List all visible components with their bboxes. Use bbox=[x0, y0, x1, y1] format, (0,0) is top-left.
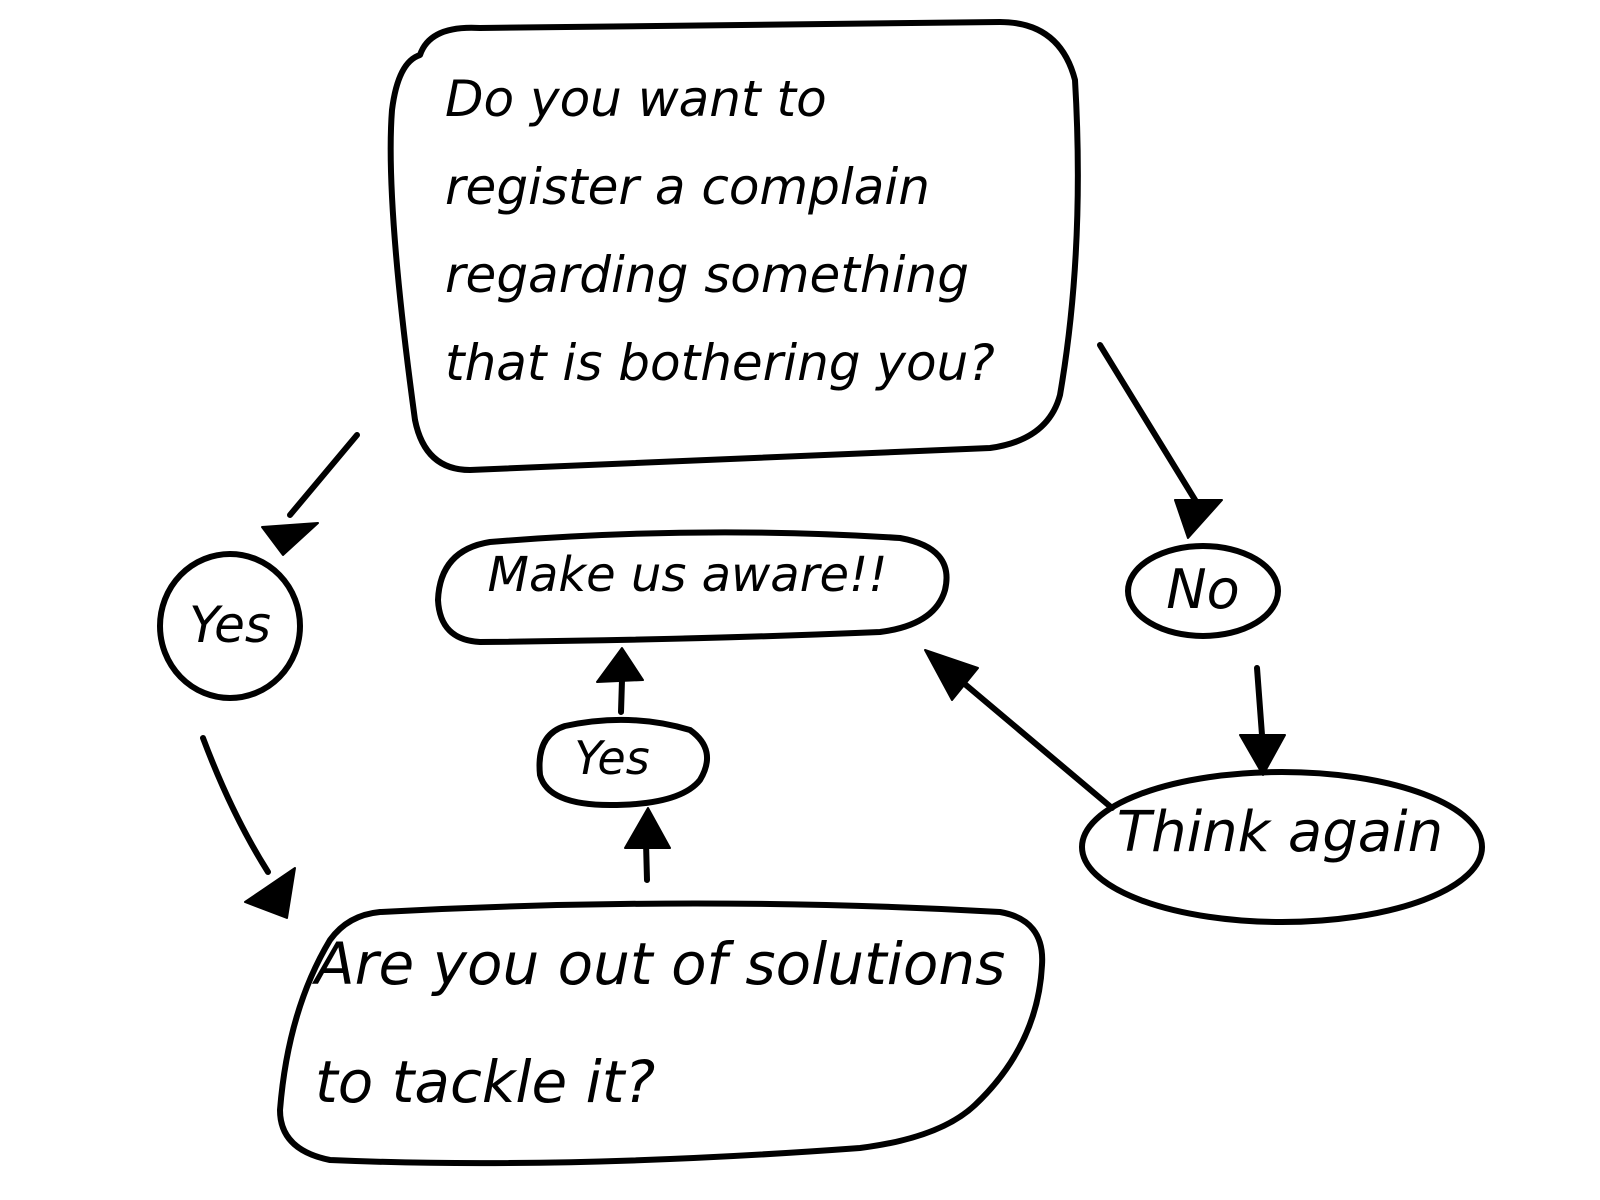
edge-no-to-think bbox=[1254, 665, 1265, 738]
edge-yes-to-solutions bbox=[200, 735, 271, 875]
no-label: No bbox=[1166, 558, 1240, 621]
yes-middle-label: Yes bbox=[574, 731, 650, 785]
out-of-solutions-box bbox=[277, 900, 1046, 1167]
edge-question-to-no bbox=[1097, 342, 1203, 511]
edge-question-to-yes bbox=[287, 432, 360, 518]
arrowhead-to-think bbox=[1239, 734, 1286, 776]
arrowhead-to-yes bbox=[261, 522, 319, 556]
arrowhead-to-no bbox=[1174, 499, 1223, 539]
question-text: Do you want to register a complain regar… bbox=[445, 70, 995, 392]
yes-left-node bbox=[157, 551, 303, 701]
arrowhead-to-aware-from-think bbox=[924, 649, 979, 701]
out-of-solutions-text: Are you out of solutions to tackle it? bbox=[315, 930, 1006, 1116]
yes-middle-node bbox=[536, 716, 711, 808]
think-again-label: Think again bbox=[1116, 800, 1444, 865]
yes-left-label: Yes bbox=[189, 596, 271, 654]
question-box bbox=[387, 19, 1081, 473]
think-again-node bbox=[1079, 769, 1485, 925]
arrowhead-to-yes-middle bbox=[624, 807, 671, 849]
no-node bbox=[1125, 543, 1281, 639]
arrowhead-to-aware-from-yes bbox=[596, 647, 644, 683]
arrowhead-to-solutions bbox=[244, 867, 296, 919]
make-aware-label: Make us aware!! bbox=[487, 547, 888, 603]
make-aware-node bbox=[435, 529, 950, 645]
edge-yes-to-aware bbox=[618, 677, 625, 715]
edge-think-to-aware bbox=[957, 677, 1115, 811]
